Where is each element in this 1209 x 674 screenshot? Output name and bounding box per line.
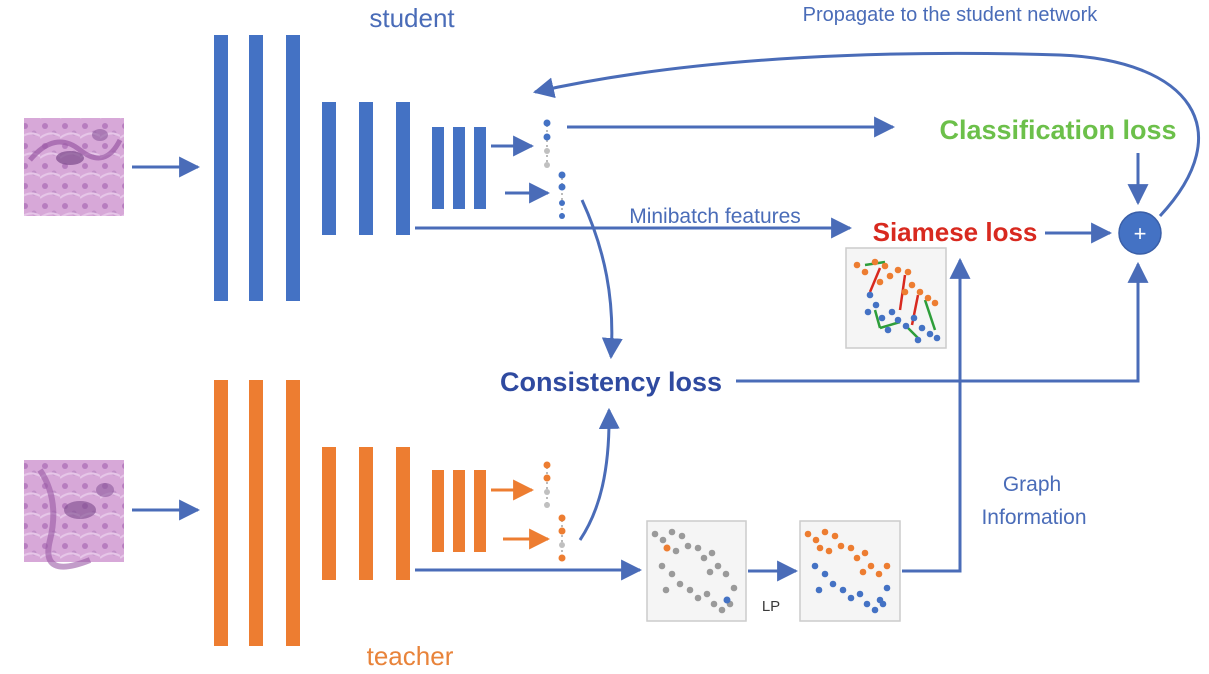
student-layer-2b xyxy=(359,102,373,235)
student-network xyxy=(214,35,486,301)
consistency-to-sum-arrow xyxy=(736,261,1149,383)
teacher-layer-1c xyxy=(286,380,300,646)
plus-icon: + xyxy=(1134,221,1147,246)
teacher-layer-2b xyxy=(359,447,373,580)
graph-information-arrow xyxy=(902,257,971,573)
teacher-input-patch xyxy=(24,460,124,570)
student-layer-1c xyxy=(286,35,300,301)
student-input-patch xyxy=(24,118,124,216)
student-layer-3c xyxy=(474,127,486,209)
teacher-layer-3b xyxy=(453,470,465,552)
student-layer-3a xyxy=(432,127,444,209)
student-layer-1a xyxy=(214,35,228,301)
student-label: student xyxy=(369,3,455,33)
teacher-to-consistency-arrow xyxy=(578,407,620,541)
propagated-graph-thumbnail xyxy=(799,520,901,622)
student-layer-3b xyxy=(453,127,465,209)
siamese-graph-thumbnail xyxy=(845,247,947,349)
minibatch-features-label: Minibatch features xyxy=(629,205,801,228)
propagate-label: Propagate to the student network xyxy=(803,4,1099,26)
consistency-loss-label: Consistency loss xyxy=(500,367,722,397)
teacher-label: teacher xyxy=(367,641,454,671)
teacher-layer-1b xyxy=(249,380,263,646)
teacher-layer-3c xyxy=(474,470,486,552)
student-to-consistency-arrow xyxy=(580,199,623,360)
siamese-loss-label: Siamese loss xyxy=(873,217,1038,247)
teacher-layer-1a xyxy=(214,380,228,646)
graph-information-label-line2: Information xyxy=(981,506,1086,529)
graph-information-label-line1: Graph xyxy=(1003,473,1061,496)
unlabeled-graph-thumbnail xyxy=(646,520,747,622)
teacher-network xyxy=(214,380,486,646)
teacher-output-vectors xyxy=(543,461,566,562)
student-layer-2a xyxy=(322,102,336,235)
lp-label: LP xyxy=(762,598,780,615)
sum-node: + xyxy=(1118,211,1162,255)
propagate-back-arrow xyxy=(532,51,1200,218)
classification-loss-label: Classification loss xyxy=(939,115,1176,145)
teacher-layer-2a xyxy=(322,447,336,580)
student-layer-1b xyxy=(249,35,263,301)
teacher-layer-3a xyxy=(432,470,444,552)
student-output-vectors xyxy=(543,119,566,219)
teacher-layer-2c xyxy=(396,447,410,580)
student-layer-2c xyxy=(396,102,410,235)
